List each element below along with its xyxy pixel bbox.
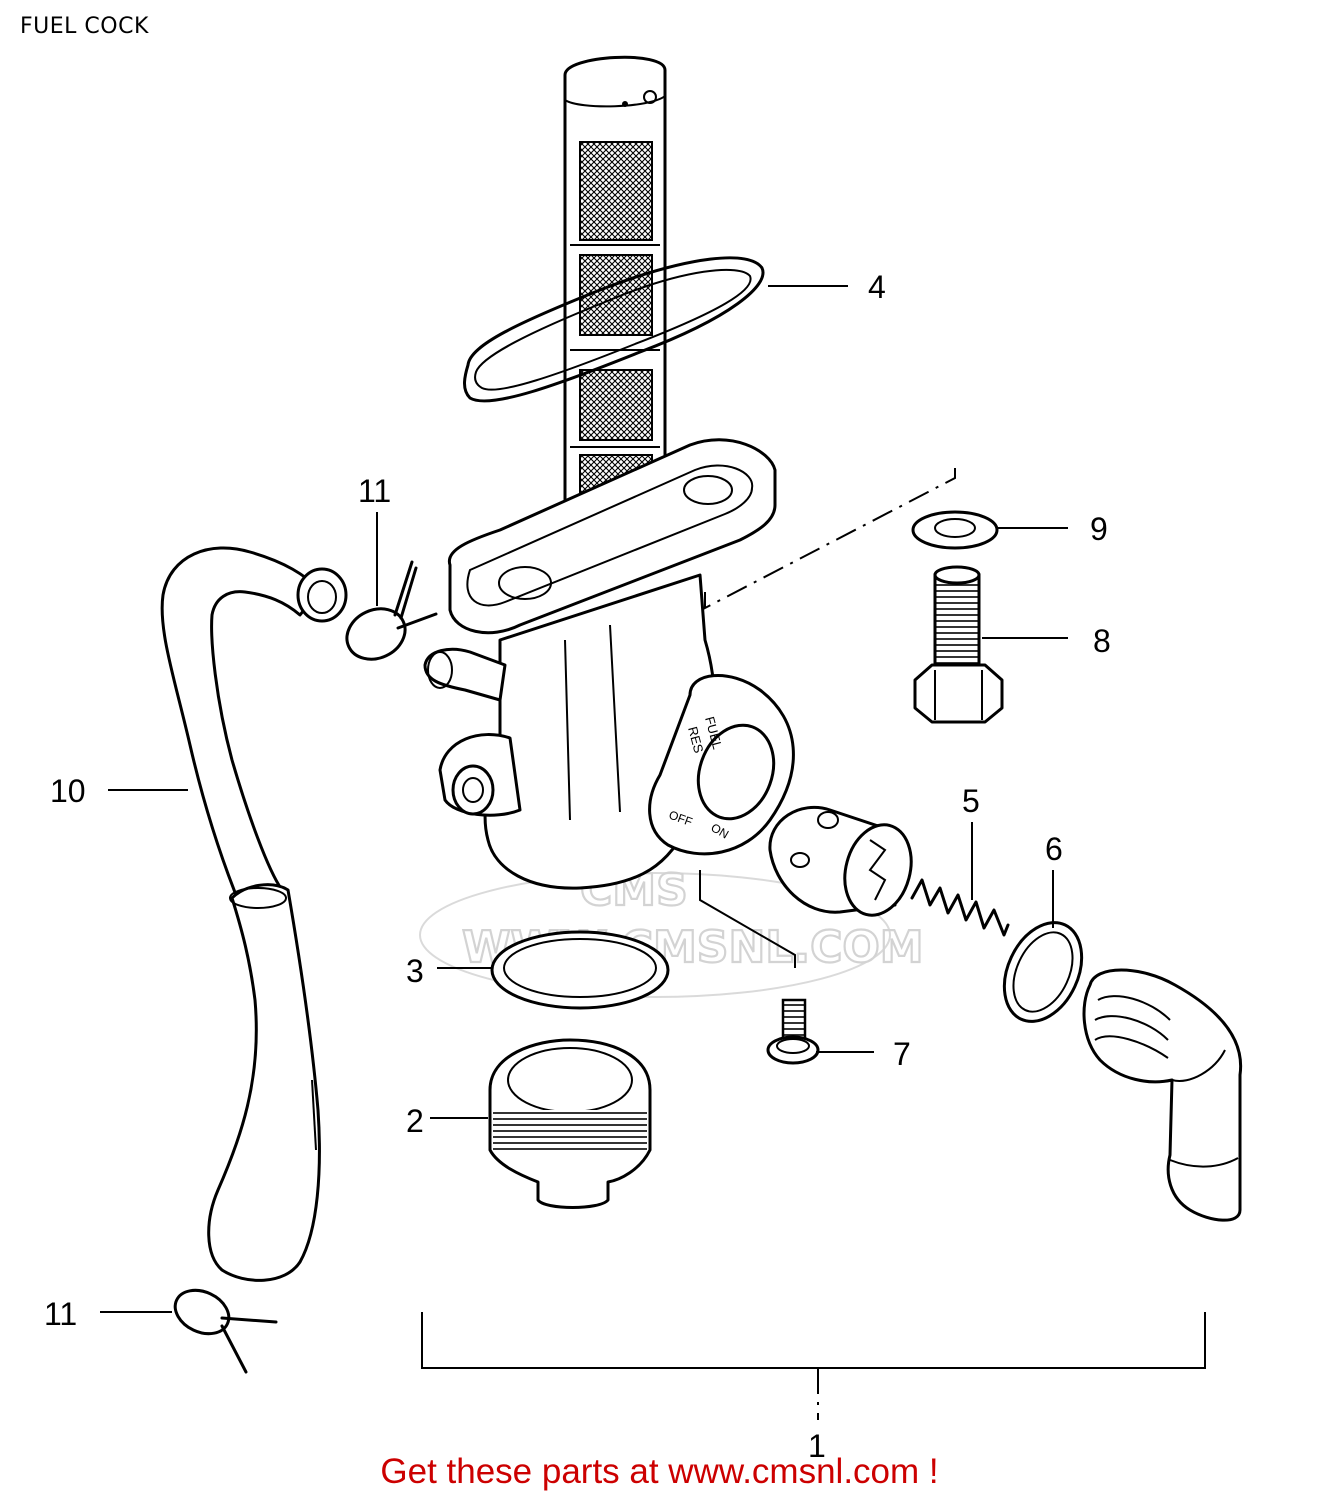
callout-labels: 4 9 8 5 6 7 3 2 10 11 11 1	[44, 269, 1111, 1464]
part-5-spring	[910, 822, 1010, 937]
promo-link[interactable]: Get these parts at www.cmsnl.com !	[380, 1452, 939, 1491]
callout-8: 8	[1093, 623, 1111, 659]
part-6-gasket	[1002, 870, 1084, 1023]
part-7-screw	[766, 998, 874, 1065]
assembly-bracket	[421, 1312, 1206, 1385]
callout-9: 9	[1090, 511, 1108, 547]
part-11-hose-clip-bottom	[100, 1288, 278, 1374]
callout-1: 1	[808, 1428, 826, 1464]
callout-6: 6	[1045, 831, 1063, 867]
callout-11-top: 11	[358, 473, 391, 509]
callout-5: 5	[962, 783, 980, 819]
callout-4: 4	[868, 269, 886, 305]
part-lever-knob	[1082, 968, 1243, 1222]
part-2-sediment-cup	[430, 1038, 652, 1209]
part-3-o-ring	[437, 930, 670, 1010]
callout-2: 2	[406, 1103, 424, 1139]
part-1-fuel-cock-body: FUEL RES OFF ON	[423, 438, 796, 968]
lever-mark-res: RES	[685, 725, 706, 755]
part-lever-core	[768, 805, 913, 917]
callout-10: 10	[50, 773, 86, 809]
part-9-washer	[911, 510, 1068, 550]
callout-11-bottom: 11	[44, 1296, 77, 1332]
callout-7: 7	[893, 1036, 911, 1072]
part-8-bolt	[913, 565, 1068, 724]
callout-3: 3	[406, 953, 424, 989]
part-11-hose-clip-top	[345, 512, 438, 661]
page-title: FUEL COCK	[20, 14, 149, 39]
part-10-fuel-hose	[160, 546, 348, 1282]
